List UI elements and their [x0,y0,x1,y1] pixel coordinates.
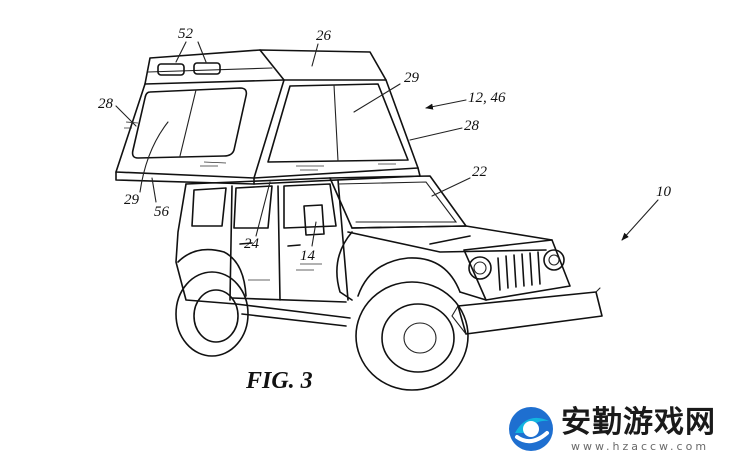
watermark-url: www.hzaccw.com [571,439,710,453]
label-10: 10 [656,184,672,200]
brand-logo-icon [509,407,553,451]
front-bumper [457,291,603,335]
rear-wheel [175,271,249,357]
label-56: 56 [154,204,170,220]
figure-caption: FIG. 3 [245,368,313,394]
roof-light-left [157,63,185,76]
headlight-left [468,256,492,280]
shell-side-window [131,87,248,159]
rear-door-window [233,185,273,229]
label-22: 22 [472,164,488,180]
label-14: 14 [300,248,316,264]
label-26: 26 [316,28,332,44]
reference-numerals: 52 26 28 29 12, 46 28 29 56 24 14 22 10 [98,26,672,264]
watermark: 安勤游戏网 www.hzaccw.com [505,400,750,458]
label-29-side: 29 [124,192,140,208]
front-wheel [355,281,469,391]
label-24: 24 [244,236,260,252]
watermark-brand: 安勤游戏网 [561,404,716,440]
label-28-left: 28 [98,96,114,112]
shell-front-window [267,83,409,163]
roof-light-right [193,62,221,75]
side-mirror [303,204,325,236]
vehicle-body [175,175,603,335]
front-door-window [283,183,337,229]
camper-shell [115,49,421,185]
label-29-front: 29 [404,70,420,86]
headlight-right [543,249,565,271]
label-12-46: 12, 46 [468,90,506,106]
leader-lines [115,41,659,247]
label-28-right: 28 [464,118,480,134]
rear-quarter-window [191,187,227,227]
label-52: 52 [178,26,194,42]
